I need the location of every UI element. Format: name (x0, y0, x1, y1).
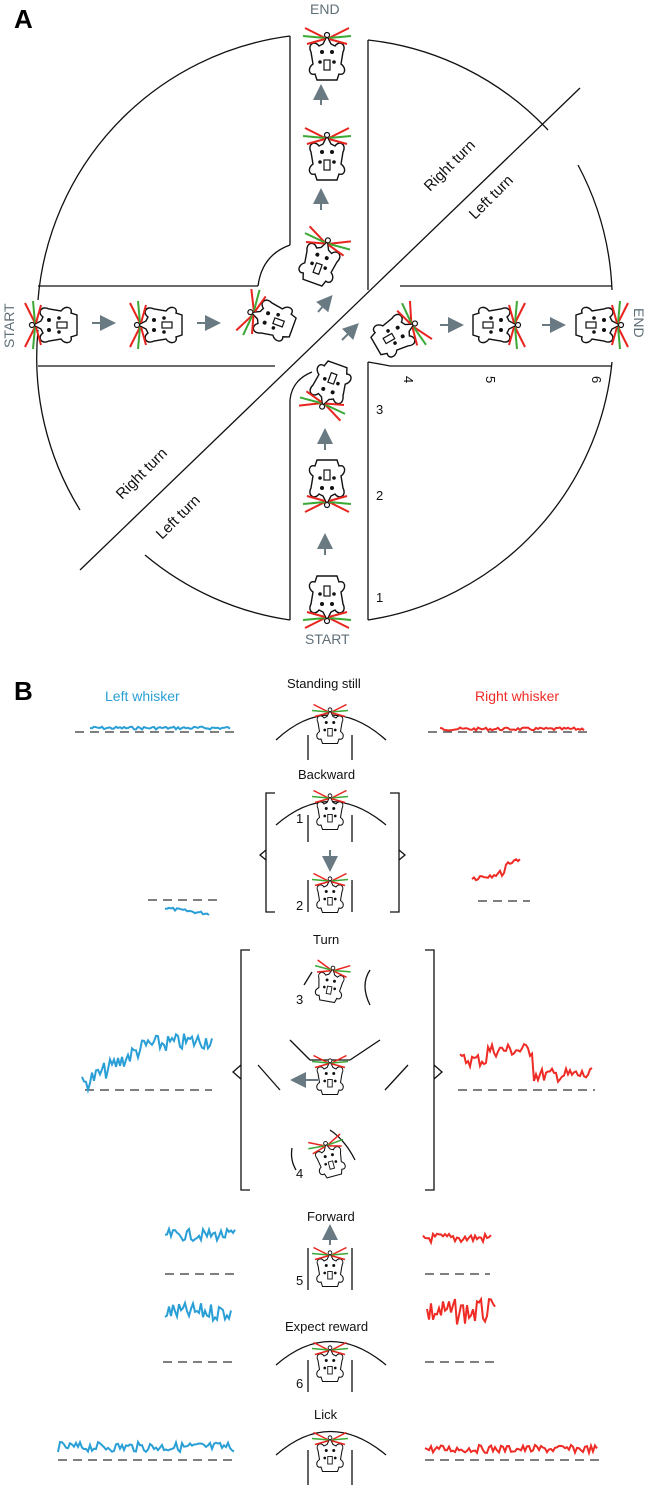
whisker-traces (57, 725, 598, 1457)
start-label-left: START (1, 303, 17, 348)
step-1: 1 (296, 811, 303, 826)
behavior-expect-label: Expect reward (285, 1319, 368, 1334)
left-trace-standing (89, 725, 231, 731)
left-trace-backward (165, 906, 210, 916)
right-turn-lower-label: Right turn (113, 445, 171, 503)
end-label-top: END (310, 1, 340, 17)
right-turn-upper-label: Right turn (421, 137, 479, 195)
behavior-backward-label: Backward (298, 767, 355, 782)
step-6: 6 (296, 1376, 303, 1391)
right-whisker-label: Right whisker (475, 688, 559, 704)
right-trace-lick (424, 1442, 598, 1457)
panel-a-letter: A (14, 4, 33, 34)
position-6: 6 (589, 376, 604, 383)
position-5: 5 (483, 376, 498, 383)
right-trace-standing (439, 726, 585, 732)
step-3: 3 (296, 992, 303, 1007)
right-trace-backward (471, 858, 521, 882)
behavior-forward-label: Forward (307, 1209, 355, 1224)
position-1: 1 (376, 590, 383, 605)
left-trace-forward (164, 1225, 236, 1244)
left-turn-lower-label: Left turn (153, 492, 204, 543)
step-5: 5 (296, 1273, 303, 1288)
maze-wall-upper-left (37, 35, 291, 301)
maze-diagram: END START START END Right turn Left turn… (1, 1, 647, 647)
position-3: 3 (376, 402, 383, 417)
behavior-standing-label: Standing still (287, 676, 361, 691)
left-trace-expect (164, 1299, 232, 1324)
right-trace-forward (422, 1231, 492, 1246)
panel-b-letter: B (14, 676, 33, 706)
behavior-turn-label: Turn (313, 932, 339, 947)
left-trace-turn (81, 1032, 213, 1095)
left-whisker-label: Left whisker (105, 688, 180, 704)
end-label-right: END (631, 308, 647, 338)
left-turn-upper-label: Left turn (466, 172, 517, 223)
left-trace-lick (57, 1439, 235, 1454)
start-label-bottom: START (305, 631, 350, 647)
position-4: 4 (401, 376, 416, 383)
step-4: 4 (296, 1166, 303, 1181)
panel-b-schematics (232, 703, 443, 1485)
right-trace-expect (426, 1296, 496, 1325)
step-2: 2 (296, 898, 303, 913)
position-2: 2 (376, 488, 383, 503)
right-trace-turn (459, 1041, 593, 1084)
behavior-lick-label: Lick (314, 1407, 338, 1422)
baselines (58, 731, 600, 1461)
